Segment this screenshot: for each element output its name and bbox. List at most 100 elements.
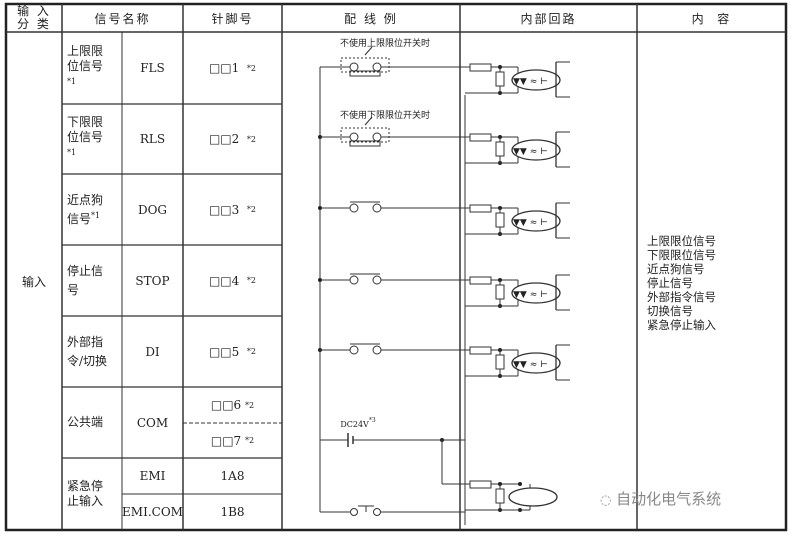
- resistor: [469, 346, 492, 355]
- arrow: [364, 46, 373, 56]
- signal-cn: 上限限位信号 *1: [62, 32, 112, 104]
- wechat-icon: ◌: [600, 493, 612, 508]
- switch-contact: [372, 132, 382, 142]
- emergency-cn: 紧急停止输入: [67, 479, 104, 508]
- common-cn: 公共端: [67, 415, 104, 429]
- content-line: 下限限位信号: [647, 248, 716, 262]
- dc-note: *3: [368, 416, 376, 424]
- content-line: 近点狗信号: [647, 262, 705, 276]
- category-input: 输入: [21, 274, 46, 289]
- switch-contact: [349, 62, 359, 72]
- resistor: [469, 204, 492, 213]
- signal-code: STOP: [135, 273, 170, 288]
- watermark-text: 自动化电气系统: [616, 490, 722, 508]
- pin-note: *2: [246, 134, 257, 144]
- signal-code: FLS: [140, 61, 165, 75]
- resistor: [495, 212, 505, 228]
- switch-contact: [350, 508, 358, 516]
- bypass-box: [340, 57, 390, 73]
- optocoupler-icon: [511, 139, 561, 161]
- content-line: 紧急停止输入: [647, 318, 716, 332]
- pin-value: □□7: [210, 433, 242, 448]
- switch-contact: [372, 62, 382, 72]
- content-line: 切换信号: [647, 304, 693, 318]
- signal-cn: 外部指令/切换: [62, 316, 112, 387]
- pin-value: □□4: [208, 273, 240, 288]
- dc24v-label: DC24V*3: [338, 416, 378, 430]
- signal-cn: 近点狗信号*1: [62, 174, 112, 245]
- signal-note: *1: [67, 147, 77, 157]
- optocoupler-icon: [511, 69, 561, 91]
- watermark: ◌ 自动化电气系统: [600, 488, 721, 509]
- resistor: [495, 488, 505, 504]
- common-pin-6: □□6 *2: [183, 387, 282, 423]
- switch-contact: [349, 345, 359, 355]
- pin-value: □□1: [208, 61, 240, 75]
- pin-value: □□6: [210, 398, 242, 412]
- emergency-code-emi-com: EMI.COM: [122, 505, 183, 519]
- dc-label: DC24V: [340, 419, 369, 429]
- signal-cn-text: 外部指令/切换: [67, 334, 108, 368]
- resistor: [469, 276, 492, 285]
- signal-pin: □□3 *2: [183, 174, 282, 245]
- pin-note: *2: [245, 400, 255, 410]
- signal-pin: □□1 *2: [183, 32, 282, 104]
- signal-pin: □□4 *2: [183, 245, 282, 316]
- switch-contact: [349, 275, 359, 285]
- junction-dot: [518, 482, 522, 486]
- note-upper-unused: 不使用上限限位开关时: [339, 38, 430, 49]
- resistor: [495, 354, 505, 370]
- switch-contact: [372, 275, 382, 285]
- resistor: [469, 133, 492, 142]
- signal-code: DOG: [137, 202, 168, 217]
- resistor: [495, 141, 505, 157]
- resistor: [495, 284, 505, 300]
- common-code: COM: [136, 415, 169, 430]
- signal-note: *1: [91, 210, 101, 220]
- signal-cn-text: 近点狗信号: [67, 192, 104, 226]
- signal-note: *1: [67, 76, 77, 86]
- optocoupler-icon: [511, 210, 561, 232]
- switch-contact: [373, 508, 381, 516]
- limit-switch-actuator: [349, 140, 381, 147]
- optocoupler-icon: [508, 487, 558, 507]
- bypass-box: [340, 127, 390, 143]
- signal-cn-text: 下限限位信号: [67, 114, 104, 144]
- signal-cn-text: 上限限位信号: [67, 43, 104, 73]
- switch-contact: [349, 132, 359, 142]
- optocoupler-icon: [511, 282, 561, 304]
- switch-contact: [372, 203, 382, 213]
- signal-code: RLS: [139, 132, 166, 146]
- led-symbol: ▼▼ ≈ ⊢: [513, 218, 548, 228]
- header-signal-name: 信号名称: [94, 11, 151, 26]
- emergency-code-emi: EMI: [139, 469, 166, 483]
- led-symbol: ▼▼ ≈ ⊢: [513, 360, 548, 370]
- table-border: [4, 2, 788, 532]
- resistor: [469, 63, 492, 72]
- note-lower-unused: 不使用下限限位开关时: [339, 110, 430, 121]
- resistor: [495, 71, 505, 87]
- signal-cn: 停止信号: [62, 245, 112, 316]
- content-line: 上限限位信号: [647, 234, 716, 248]
- switch-contact: [349, 203, 359, 213]
- header-content: 内 容: [691, 11, 732, 26]
- arrow: [364, 116, 373, 126]
- content-line: 外部指令信号: [647, 290, 716, 304]
- header-internal-circuit: 内部回路: [520, 11, 577, 26]
- pin-value: □□5: [208, 344, 240, 359]
- limit-switch-actuator: [349, 70, 381, 77]
- pin-note: *2: [246, 63, 257, 73]
- signal-code: DI: [145, 344, 160, 359]
- pin-note: *2: [245, 436, 255, 445]
- signal-pin: □□5 *2: [183, 316, 282, 387]
- pin-value: □□2: [208, 132, 240, 146]
- signal-pin: □□2 *2: [183, 104, 282, 174]
- emergency-pin-1a8: 1A8: [220, 469, 245, 483]
- emergency-pin-1b8: 1B8: [220, 505, 245, 519]
- common-pin-7: □□7 *2: [183, 423, 282, 458]
- header-pin: 针脚号: [211, 11, 254, 26]
- pin-note: *2: [246, 276, 257, 285]
- switch-contact: [372, 345, 382, 355]
- optocoupler-icon: [511, 352, 561, 374]
